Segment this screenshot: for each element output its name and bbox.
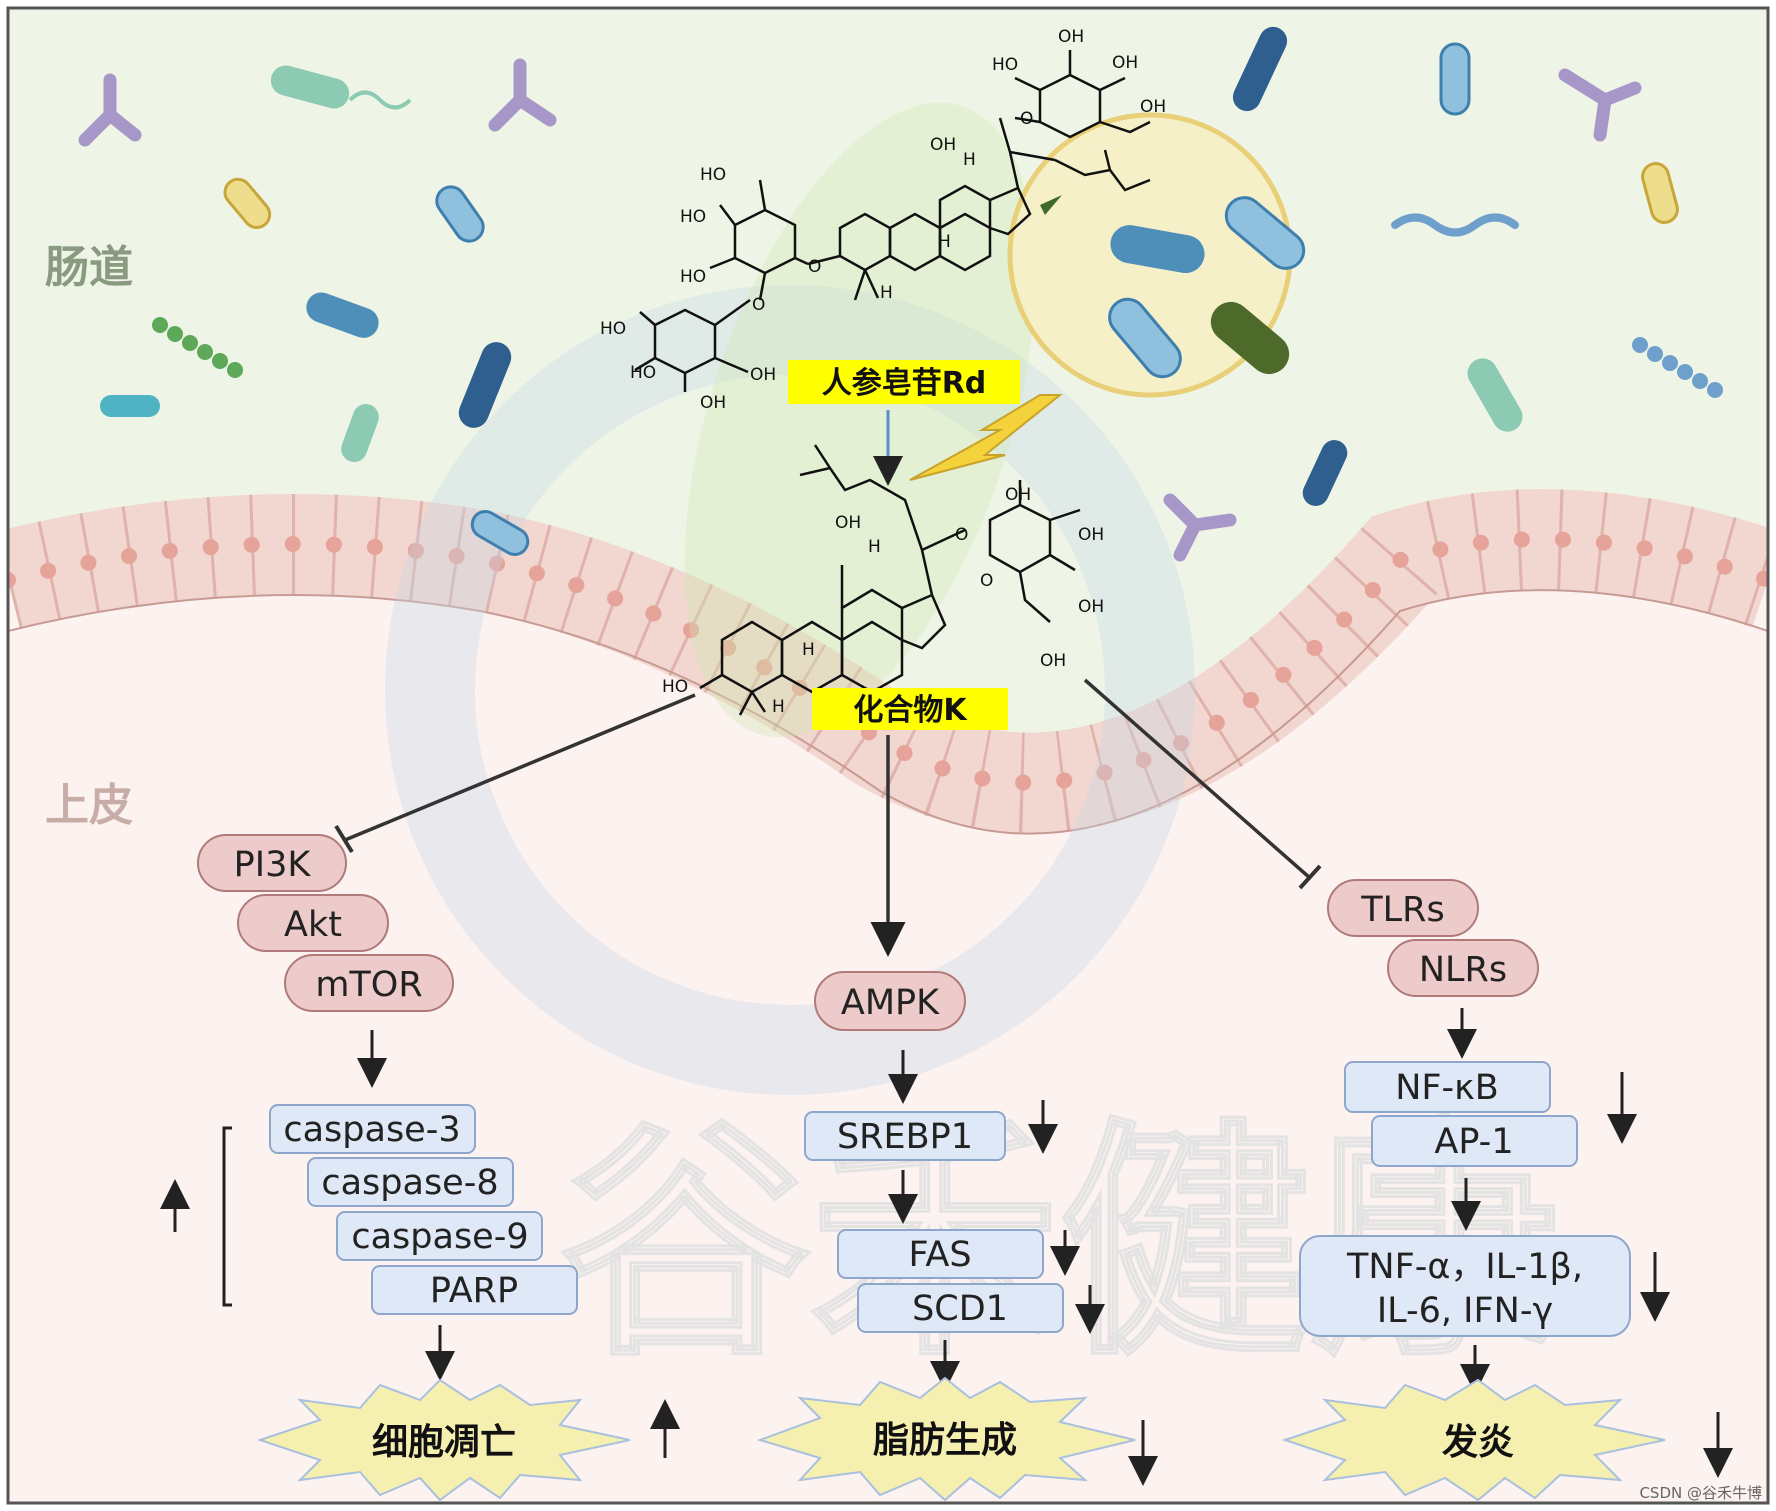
marker-fas — [837, 1229, 1044, 1279]
apoptosis-burst — [256, 1378, 631, 1502]
outcome-inflammation: 发炎 — [1442, 1422, 1514, 1463]
node-mtor-label: mTOR — [315, 965, 422, 1005]
credit-text: CSDN @谷禾牛博 — [1639, 1484, 1762, 1502]
marker-fas-label: FAS — [908, 1235, 971, 1275]
svg-text:H: H — [938, 232, 951, 252]
antibody-icon — [78, 58, 1642, 562]
rod-bacteria-icon — [100, 26, 1679, 556]
node-nlrs-label: NLRs — [1419, 950, 1507, 990]
marker-scd1-label: SCD1 — [912, 1289, 1008, 1329]
marker-srebp1 — [804, 1111, 1006, 1161]
svg-text:OH: OH — [1112, 53, 1138, 73]
svg-text:OH: OH — [835, 513, 861, 533]
cytokines-box — [1299, 1235, 1631, 1337]
lightning-bolt-icon — [909, 394, 1063, 481]
node-ampk-label: AMPK — [841, 983, 940, 1023]
compound-k-structure — [699, 444, 1081, 716]
svg-text:H: H — [963, 150, 976, 170]
svg-text:O: O — [1020, 109, 1033, 129]
rd-highlight — [788, 360, 1020, 404]
marker-scd1 — [857, 1283, 1064, 1333]
ginsenoside-rd-structure — [634, 50, 1151, 392]
outcome-apoptosis: 细胞凋亡 — [372, 1422, 516, 1463]
rd-label: 人参皂苷Rd — [822, 366, 987, 401]
ck-highlight — [812, 688, 1008, 730]
diagram-frame — [6, 6, 1770, 1505]
inflammation-burst — [1281, 1378, 1666, 1502]
middle-pathway: AMPK SREBP1 FAS SCD1 脂肪生成 — [756, 971, 1158, 1502]
marker-nfkb-label: NF-κB — [1395, 1068, 1499, 1108]
node-mtor — [284, 954, 454, 1012]
svg-text:OH: OH — [1140, 97, 1166, 117]
node-akt — [237, 894, 389, 952]
marker-parp-label: PARP — [430, 1271, 518, 1311]
svg-text:OH: OH — [930, 135, 956, 155]
watermark-swirl — [385, 285, 1195, 1095]
svg-text:H: H — [802, 640, 815, 660]
svg-text:H: H — [880, 283, 893, 303]
svg-text:HO: HO — [680, 207, 706, 227]
right-pathway: TLRs NLRs NF-κB AP-1 TNF-α，IL-1β, IL-6, … — [1281, 879, 1733, 1502]
node-tlrs-label: TLRs — [1360, 890, 1444, 930]
chain-bacteria-icon — [152, 317, 243, 378]
ck-label: 化合物K — [853, 693, 968, 728]
node-ampk — [814, 971, 966, 1031]
cytokines-line-2: IL-6, IFN-γ — [1377, 1291, 1553, 1331]
marker-nfkb — [1344, 1061, 1551, 1113]
marker-caspase8-label: caspase-8 — [321, 1163, 498, 1203]
svg-text:HO: HO — [992, 55, 1018, 75]
caspase-bracket — [222, 1126, 232, 1307]
cytokines-line-1: TNF-α，IL-1β, — [1346, 1247, 1583, 1287]
gut-region-label: 肠道 — [45, 242, 133, 293]
marker-ap1-label: AP-1 — [1434, 1122, 1513, 1162]
bacteria-colony-circle — [1007, 112, 1306, 398]
outcome-lipogenesis: 脂肪生成 — [873, 1420, 1017, 1461]
svg-text:OH: OH — [1040, 651, 1066, 671]
chain-bacteria-icon — [1632, 337, 1723, 398]
svg-text:OH: OH — [750, 365, 776, 385]
node-pi3k-label: PI3K — [234, 845, 312, 885]
svg-text:OH: OH — [1005, 485, 1031, 505]
svg-text:HO: HO — [700, 165, 726, 185]
svg-text:H: H — [868, 537, 881, 557]
marker-caspase9-label: caspase-9 — [351, 1217, 528, 1257]
marker-ap1 — [1371, 1115, 1578, 1167]
node-tlrs — [1327, 879, 1479, 937]
node-akt-label: Akt — [284, 905, 342, 945]
svg-text:OH: OH — [1078, 597, 1104, 617]
lipogenesis-burst — [756, 1376, 1136, 1502]
svg-text:O: O — [955, 525, 968, 545]
svg-text:O: O — [752, 295, 765, 315]
marker-caspase3-label: caspase-3 — [283, 1110, 460, 1150]
marker-parp — [371, 1265, 578, 1315]
spirochete-icon — [1391, 213, 1519, 237]
regulation-lines — [334, 678, 1322, 957]
cell-nuclei — [8, 531, 1768, 791]
marker-caspase8 — [307, 1157, 514, 1207]
node-pi3k — [197, 834, 347, 892]
small-microbe-icon — [1040, 195, 1062, 215]
epithelium-region-label: 上皮 — [45, 780, 133, 831]
svg-text:OH: OH — [1078, 525, 1104, 545]
svg-text:OH: OH — [1058, 27, 1084, 47]
svg-text:HO: HO — [662, 677, 688, 697]
rd-atom-labels: OH H H H O O HO HO HO O HO HO OH OH OH H… — [600, 27, 1166, 413]
svg-text:H: H — [772, 697, 785, 717]
basal-membrane — [8, 589, 1768, 835]
node-nlrs — [1387, 939, 1539, 997]
gut-microbes — [78, 26, 1723, 562]
left-pathway: PI3K Akt mTOR caspase-3 caspase-8 caspas… — [160, 834, 680, 1502]
svg-text:O: O — [980, 571, 993, 591]
svg-text:HO: HO — [630, 363, 656, 383]
marker-caspase3 — [269, 1104, 476, 1154]
svg-text:HO: HO — [600, 319, 626, 339]
marker-caspase9 — [336, 1211, 543, 1261]
svg-text:HO: HO — [680, 267, 706, 287]
ck-atom-labels: OH H H H HO O OH OH OH OH O — [662, 485, 1104, 717]
svg-text:O: O — [808, 257, 821, 277]
svg-text:OH: OH — [700, 393, 726, 413]
marker-srebp1-label: SREBP1 — [837, 1117, 973, 1157]
